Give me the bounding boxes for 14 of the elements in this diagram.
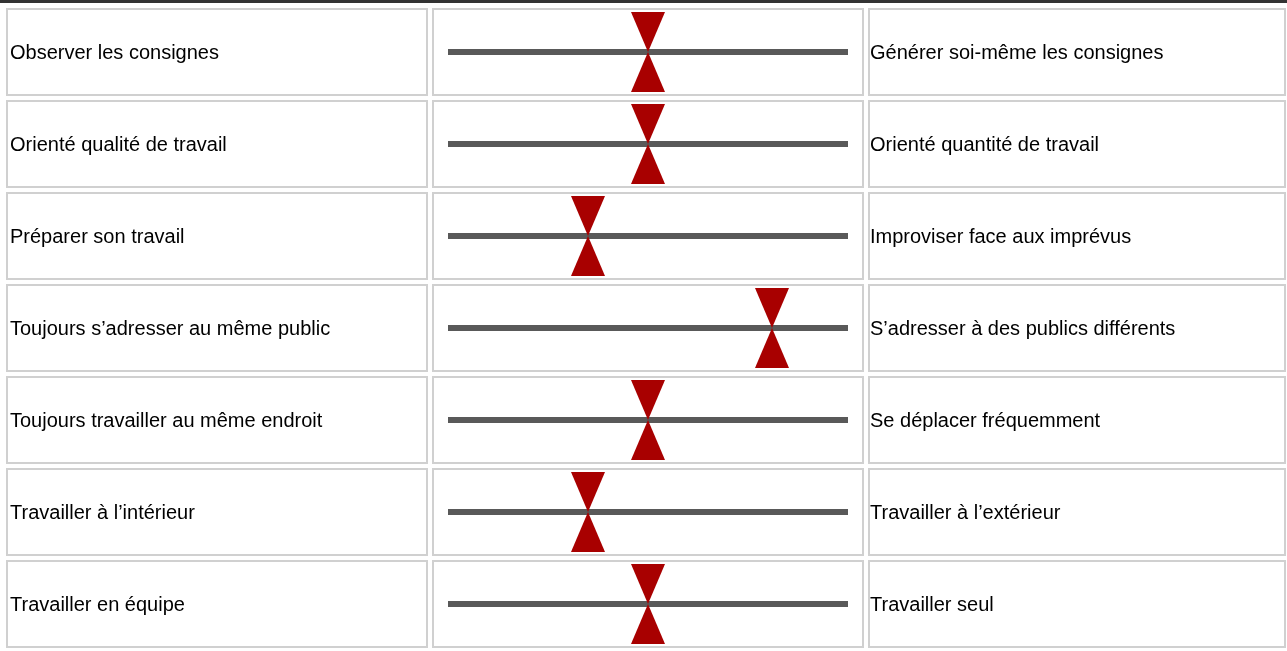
scale-label: Travailler seul [870, 592, 994, 617]
scale-label: S’adresser à des publics différents [870, 316, 1176, 341]
scale-label: Se déplacer fréquemment [870, 408, 1101, 433]
scale-label: Préparer son travail [10, 224, 185, 249]
scale-label: Générer soi-même les consignes [870, 40, 1164, 65]
scale-label: Improviser face aux imprévus [870, 224, 1132, 249]
scale-label: Toujours s’adresser au même public [10, 316, 331, 341]
scale-label: Orienté quantité de travail [870, 132, 1100, 157]
scale-label: Observer les consignes [10, 40, 219, 65]
scale-label: Toujours travailler au même endroit [10, 408, 323, 433]
scale-label: Orienté qualité de travail [10, 132, 227, 157]
scale-label: Travailler en équipe [10, 592, 185, 617]
scale-label: Travailler à l’intérieur [10, 500, 195, 525]
scale-label: Travailler à l’extérieur [870, 500, 1061, 525]
